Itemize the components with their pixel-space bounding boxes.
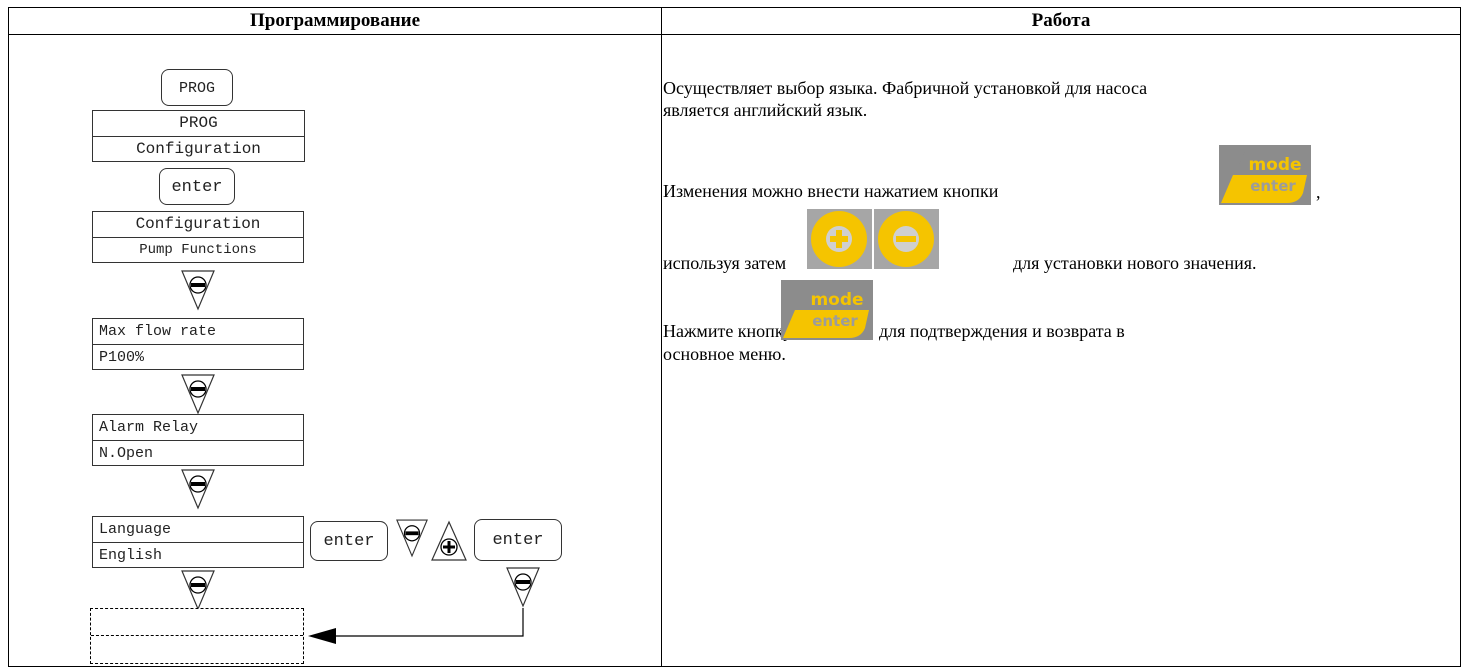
minus-key-icon — [181, 469, 215, 510]
paragraph-main-menu: основное меню. — [663, 344, 786, 364]
dashed-divider — [91, 635, 303, 636]
display-max-flow-rate: Max flow rate P100% — [92, 318, 304, 370]
minus-key-icon — [181, 270, 215, 311]
display-language-english: Language English — [92, 516, 304, 568]
display-line-1: Alarm Relay — [99, 419, 199, 436]
header-divider — [9, 34, 1460, 35]
display-configuration-pump-functions: Configuration Pump Functions — [92, 211, 304, 263]
paragraph-press-button: Нажмите кнопку — [663, 321, 793, 341]
paragraph-language-line1: Осуществляет выбор языка. Фабричной уста… — [663, 78, 1148, 98]
display-line-1: PROG — [179, 114, 218, 132]
plus-button-icon — [807, 209, 872, 269]
mode-label: mode — [810, 290, 863, 310]
display-line-2: N.Open — [93, 440, 303, 465]
paragraph-change-text: Изменения можно внести нажатием кнопки — [663, 181, 999, 201]
display-line-1: Max flow rate — [99, 323, 217, 340]
display-line-2: P100% — [93, 344, 303, 369]
enter-label: enter — [812, 312, 858, 330]
enter-key: enter — [474, 519, 562, 561]
display-alarm-relay: Alarm Relay N.Open — [92, 414, 304, 466]
return-arrow — [308, 608, 524, 644]
mode-label: mode — [1248, 155, 1301, 175]
minus-key-icon — [181, 570, 215, 611]
display-line-2: Pump Functions — [93, 237, 303, 262]
paragraph-confirm-return: для подтверждения и возврата в — [879, 321, 1125, 341]
header-programming: Программирование — [249, 10, 421, 31]
instruction-table: Программирование Работа — [8, 7, 1461, 667]
paragraph-language-line2: является английский язык. — [663, 100, 868, 120]
enter-label: enter — [1250, 177, 1296, 195]
mode-enter-button-icon: mode enter — [1219, 145, 1311, 205]
enter-key: enter — [159, 168, 235, 205]
header-operation: Работа — [1031, 10, 1091, 31]
mode-enter-button-icon: mode enter — [781, 280, 873, 340]
column-divider — [661, 8, 662, 666]
display-line-2: English — [93, 542, 303, 567]
prog-key: PROG — [161, 69, 233, 106]
display-next-placeholder — [90, 608, 304, 664]
display-line-2: Configuration — [93, 136, 304, 161]
minus-key-icon — [396, 519, 428, 558]
comma: , — [1316, 182, 1321, 202]
paragraph-use-then: используя затем — [663, 253, 787, 273]
minus-key-icon — [181, 374, 215, 415]
paragraph-for-new-value: для установки нового значения. — [1013, 253, 1257, 273]
plus-key-icon — [431, 520, 467, 561]
minus-key-icon — [506, 567, 540, 608]
display-line-1: Language — [99, 521, 172, 538]
enter-key: enter — [310, 521, 388, 561]
minus-button-icon — [874, 209, 939, 269]
display-prog-configuration: PROG Configuration — [92, 110, 305, 162]
display-line-1: Configuration — [135, 215, 261, 233]
